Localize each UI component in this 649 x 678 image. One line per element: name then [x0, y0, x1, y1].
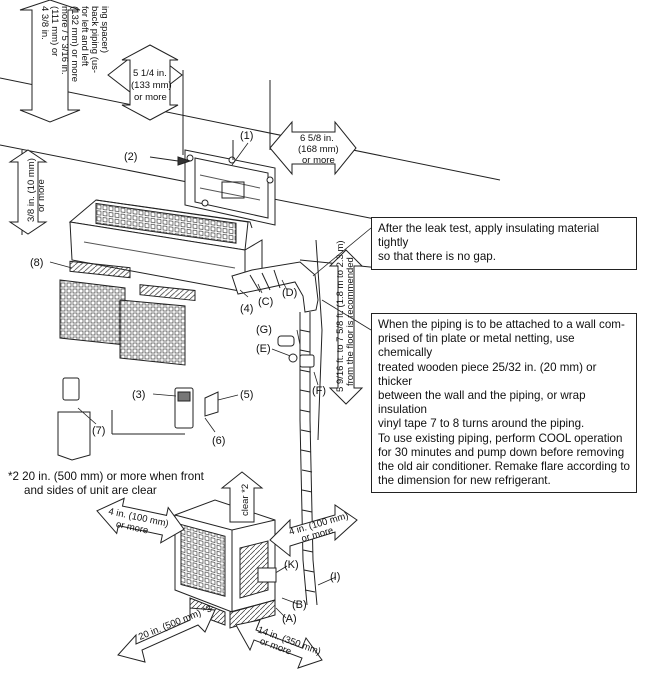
- piping-line-6: To use existing piping, perform COOL ope…: [378, 431, 623, 445]
- leak-test-note: After the leak test, apply insulating ma…: [371, 217, 637, 270]
- air-filters: [59, 260, 196, 366]
- label-part-e: (E): [256, 343, 271, 355]
- screw-2: [149, 140, 234, 166]
- label-part-f: (F): [312, 385, 326, 397]
- top-left-clearance-arrow: 4 3/8 in. (111 mm) or more / 5 3/16 in. …: [19, 0, 110, 123]
- pipe-height-arrow: 5 9/16 ft. to 7 5/8 ft. (1.8 m to 2.3 m)…: [328, 240, 364, 405]
- label-part-a: (A): [282, 613, 297, 625]
- label-part-g: (G): [256, 324, 272, 336]
- dim-top-left-2: more / 5 3/16 in.: [59, 6, 70, 75]
- label-part-8: (8): [30, 257, 43, 269]
- dim-top-center-0: 5 1/4 in.: [133, 68, 167, 79]
- dim-pipe-height-0: 5 9/16 ft. to 7 5/8 ft. (1.8 m to 2.3 m): [335, 240, 346, 392]
- clearance-footnote: *2 20 in. (500 mm) or more when front an…: [8, 470, 308, 498]
- mounting-plate: [184, 149, 276, 226]
- outdoor-right-clearance-arrow: 4 in. (100 mm) or more: [269, 504, 358, 558]
- dim-right-plate-2: or more: [302, 155, 335, 166]
- label-part-d: (D): [282, 287, 297, 299]
- label-part-1: (1): [240, 130, 253, 142]
- outdoor-unit: [174, 499, 276, 629]
- label-part-5: (5): [240, 389, 253, 401]
- dim-top-left-4: for left and left: [79, 6, 90, 67]
- label-part-4: (4): [240, 303, 253, 315]
- leader-lines: [49, 142, 372, 619]
- dim-top-left-6: ing spacer): [99, 6, 110, 53]
- clearance-line-2: and sides of unit are clear: [24, 484, 157, 497]
- leak-test-line-2: so that there is no gap.: [378, 250, 496, 264]
- label-part-2: (2): [124, 151, 137, 163]
- clearance-line-1: *2 20 in. (500 mm) or more when front: [8, 470, 204, 483]
- remote-control-group: [57, 377, 219, 461]
- indoor-pipe: [231, 261, 319, 313]
- dim-right-plate-1: (168 mm): [298, 144, 339, 155]
- label-part-3: (3): [132, 389, 145, 401]
- label-part-b: (B): [292, 599, 307, 611]
- right-plate-clearance-arrow: 6 5/8 in. (168 mm) or more: [269, 120, 357, 176]
- dim-top-center-2: or more: [134, 92, 167, 103]
- dim-top-center-1: (133 mm): [131, 80, 172, 91]
- label-part-c: (C): [258, 296, 273, 308]
- dim-left-unit-0: 3/8 in. (10 mm): [26, 158, 37, 222]
- dim-top-left-3: (132 mm) or more: [69, 6, 80, 82]
- piping-line-2: prised of tin plate or metal netting, us…: [378, 332, 575, 360]
- outdoor-top-clearance-arrow: clear *2: [220, 471, 264, 523]
- pipe-fittings: [257, 335, 315, 583]
- label-part-6: (6): [212, 435, 225, 447]
- part-labels: (1) (2) (8) (4) (C) (D) (G) (E) (F) (3) …: [30, 130, 340, 625]
- left-unit-clearance-arrow: 3/8 in. (10 mm) or more: [8, 149, 48, 235]
- dim-top-left-0: 4 3/8 in.: [39, 6, 50, 40]
- piping-note: When the piping is to be attached to a w…: [371, 313, 637, 494]
- label-part-i: (I): [330, 571, 340, 583]
- indoor-unit: [68, 199, 263, 293]
- label-part-7: (7): [92, 425, 105, 437]
- outdoor-left-clearance-arrow: 4 in. (100 mm) or more: [96, 497, 185, 544]
- piping-line-3: treated wooden piece 25/32 in. (20 mm) o…: [378, 360, 597, 388]
- dim-left-unit-1: or more: [36, 179, 47, 212]
- outdoor-front-clearance-arrow: 20 in. (500 mm) *3: [117, 603, 216, 663]
- outdoor-side-clearance-arrow: 14 in. (350 mm) or more: [235, 619, 323, 669]
- dim-pipe-height-1: from the floor is recommended: [345, 257, 356, 386]
- label-part-k: (K): [284, 559, 299, 571]
- piping-line-7: for 30 minutes and pump down before remo…: [378, 445, 625, 459]
- dim-right-plate-0: 6 5/8 in.: [300, 133, 334, 144]
- piping-line-1: When the piping is to be attached to a w…: [378, 318, 625, 331]
- piping-line-4: between the wall and the piping, or wrap…: [378, 389, 586, 417]
- dim-top-left-1: (111 mm) or: [49, 6, 60, 56]
- top-center-clearance-arrow: 5 1/4 in. (133 mm) or more: [107, 44, 183, 121]
- piping-line-5: vinyl tape 7 to 8 turns around the pipin…: [378, 417, 585, 431]
- piping-line-8: the old air conditioner. Remake flare ac…: [378, 460, 630, 474]
- piping-line-9: the dimension for new refrigerant.: [378, 474, 551, 488]
- dim-top-left-5: back piping (us-: [89, 6, 100, 73]
- dim-outdoor-top: clear *2: [240, 484, 251, 516]
- leak-test-line-1: After the leak test, apply insulating ma…: [378, 222, 600, 250]
